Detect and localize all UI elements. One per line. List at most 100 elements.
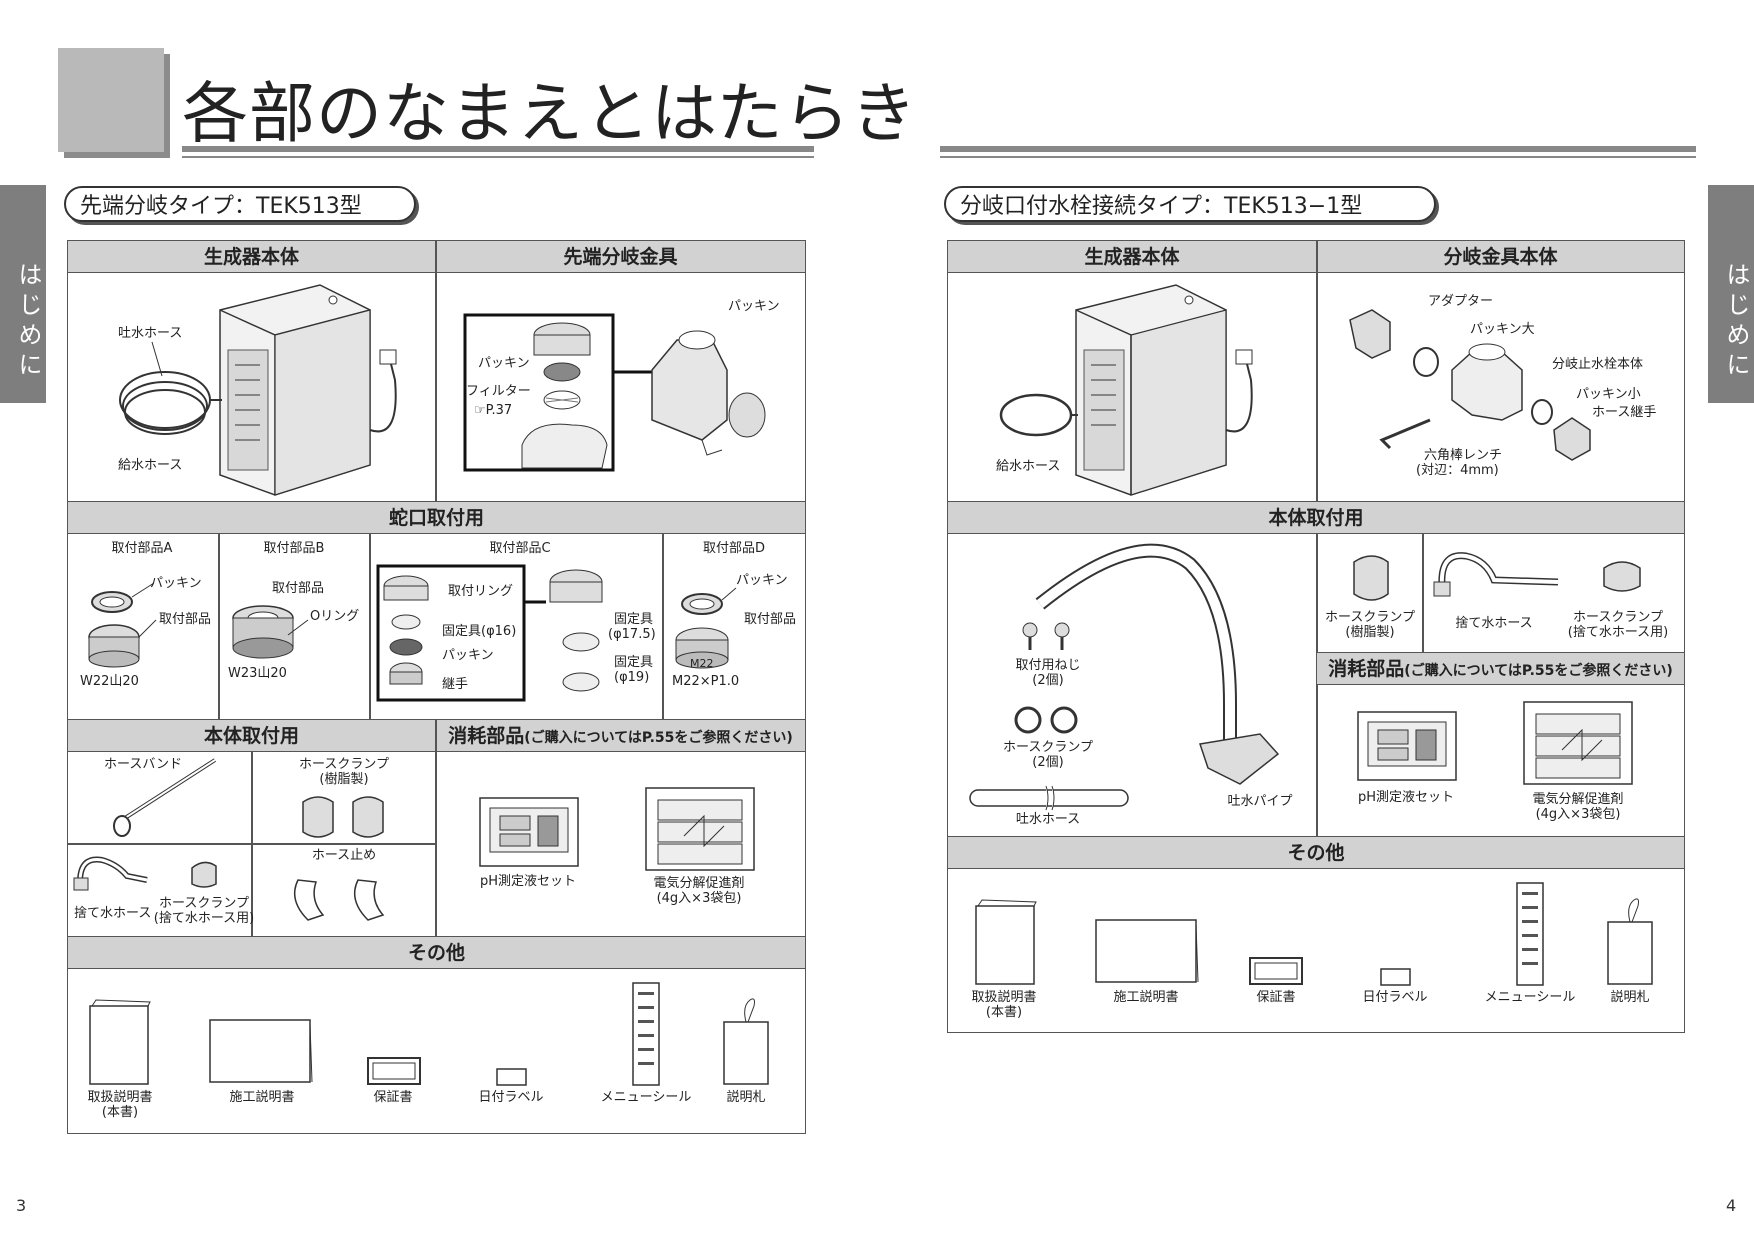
part-c-fixture19-size: (φ19) [614,670,650,685]
part-c-fixture19-label: 固定具 [614,655,654,670]
label-supply-hose: 給水ホース [118,458,183,473]
left-header-mounting: 本体取付用 [68,720,435,752]
right-header-other: その他 [948,837,1684,869]
label-date-label-right: 日付ラベル [1362,990,1428,1005]
label-hex-wrench-sub: (対辺：4mm) [1416,463,1499,478]
label-electrolysis-right: 電気分解促進剤 [1532,792,1624,807]
part-a-thread: W22山20 [80,674,139,689]
hose-band-illustration [113,758,217,837]
divider [1316,534,1318,836]
label-clamp-resin-right: ホースクランプ [1325,610,1415,625]
label-filter: フィルター [466,384,531,399]
warranty-illustration [367,1057,421,1085]
title-rule-left [182,146,814,152]
waste-hose-illustration [73,856,148,891]
label-manual-right-sub: (本書) [985,1005,1023,1020]
page-number-right: 4 [1726,1196,1737,1215]
label-clamp-resin-right-sub: (樹脂製) [1345,625,1395,640]
right-header-consumables: 消耗部品(ご購入についてはP.55をご参照ください) [1317,653,1684,685]
divider [1317,652,1684,654]
label-electrolysis-right-sub: (4g入×3袋包) [1535,807,1621,822]
hand-pointer-icon: ☞ [474,403,486,418]
menu-seal-illustration-right [1516,882,1544,986]
label-date-label: 日付ラベル [478,1090,544,1105]
date-label-illustration [496,1068,527,1086]
part-a-packing-label: パッキン [150,576,202,591]
title-rule-right-thin [940,156,1696,158]
page-title: 各部のなまえとはたらき [182,75,918,152]
section-title-left: 先端分岐タイプ：TEK513型 [64,186,416,222]
label-manual-right: 取扱説明書 [971,990,1037,1005]
filter-ref-page[interactable]: P.37 [485,403,513,418]
install-manual-illustration-right [1095,919,1199,983]
label-electrolysis: 電気分解促進剤 [653,876,745,891]
part-c-ring-label: 取付リング [448,584,514,599]
consumables-note-right: (ご購入についてはP.55をご参照ください) [1404,663,1673,679]
part-c-fixture175-size: (φ17.5) [608,627,656,642]
branch-fitting-illustration [1349,309,1591,461]
label-ph-set-right: pH測定液セット [1357,790,1455,805]
divider [218,534,220,719]
warranty-illustration-right [1249,957,1303,985]
label-supply-hose-right: 給水ホース [996,459,1061,474]
left-header-other: その他 [68,937,805,969]
label-clamp-waste-right: ホースクランプ [1573,610,1663,625]
part-d-part-label: 取付部品 [744,612,797,627]
label-hose-clamps: ホースクランプ [1003,740,1093,755]
label-waste-hose-right: 捨て水ホース [1455,616,1533,631]
section-title-right: 分岐口付水栓接続タイプ：TEK513−1型 [944,186,1436,222]
label-waste-hose: 捨て水ホース [74,906,152,921]
part-a-title: 取付部品A [111,541,173,556]
side-tab-left[interactable]: はじめに [0,185,46,403]
ph-set-illustration-right [1357,711,1457,781]
left-header-generator: 生成器本体 [68,241,435,273]
label-manual: 取扱説明書 [87,1090,153,1105]
part-b-illustration [232,605,309,659]
consumables-note: (ご購入についてはP.55をご参照ください) [524,730,793,746]
label-install-manual-right: 施工説明書 [1113,990,1179,1005]
label-outlet-hose-right: 吐水ホース [1015,812,1081,827]
divider [251,752,253,936]
label-menu-seal-right: メニューシール [1484,990,1576,1005]
label-install-manual: 施工説明書 [229,1090,295,1105]
divider [1316,241,1318,501]
part-c-fixture16-label: 固定具(φ16) [442,624,517,639]
label-warranty: 保証書 [373,1090,413,1105]
part-b-thread: W23山20 [228,666,287,681]
electrolysis-agent-illustration [645,787,755,871]
label-outlet-hose: 吐水ホース [118,326,183,341]
right-header-mounting: 本体取付用 [948,502,1684,534]
divider [68,719,805,721]
divider [68,501,805,503]
label-packing-large: パッキン大 [1470,322,1535,337]
menu-seal-illustration [632,982,660,1086]
side-tab-right[interactable]: はじめに [1708,185,1754,403]
label-outlet-pipe: 吐水パイプ [1227,794,1293,809]
part-a-illustration [88,582,157,668]
divider [252,843,435,845]
clamp-waste-illustration [191,861,217,888]
clamp-resin-illustration [302,796,384,838]
label-tag-right: 説明札 [1610,990,1650,1005]
part-c-fixture175-label: 固定具 [614,612,654,627]
label-warranty-right: 保証書 [1256,990,1296,1005]
label-hose-stop: ホース止め [311,848,377,863]
label-ph-set: pH測定液セット [479,874,577,889]
label-hose-joint: ホース継手 [1592,405,1657,420]
label-clamp-waste: ホースクランプ [159,896,249,911]
label-hose-clamps-sub: (2個) [1032,755,1064,770]
part-d-illustration [675,587,737,669]
label-branch-valve: 分岐止水栓本体 [1552,357,1644,372]
divider [369,534,371,719]
ph-set-illustration [479,797,579,867]
manual-illustration [89,999,151,1085]
part-b-part-label: 取付部品 [272,581,325,596]
title-rule-right [940,146,1696,152]
part-c-packing-label: パッキン [442,648,494,663]
manual-illustration-right [975,899,1037,985]
page-number-left: 3 [16,1196,27,1215]
part-d-mark: M22 [690,657,714,670]
label-tag: 説明札 [726,1090,766,1105]
label-hose-band: ホースバンド [104,757,183,772]
label-packing-small: パッキン小 [1576,387,1641,402]
